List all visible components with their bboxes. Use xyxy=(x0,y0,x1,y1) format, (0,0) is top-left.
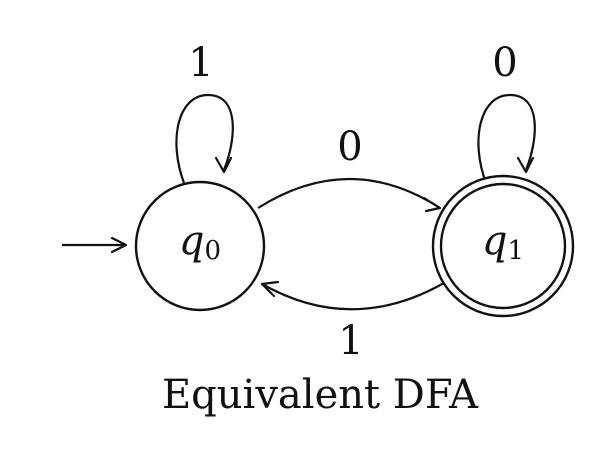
self-loop-q1 xyxy=(477,93,536,184)
state-q1: q1 xyxy=(431,174,575,318)
transition-q0-to-q1 xyxy=(257,178,442,213)
state-q0: q0 xyxy=(134,180,266,312)
transition-q1-to-q0 xyxy=(260,280,445,311)
state-q1-inner-ring xyxy=(439,182,567,310)
state-q0-label: q0 xyxy=(179,218,221,266)
state-q1-label: q1 xyxy=(482,218,524,266)
transition-q0-to-q1-label: 0 xyxy=(337,124,362,170)
self-loop-q0-label: 1 xyxy=(188,40,213,86)
self-loop-q1-label: 0 xyxy=(492,40,517,86)
transition-q1-to-q0-label: 1 xyxy=(338,318,363,364)
diagram-caption: Equivalent DFA xyxy=(162,372,479,418)
self-loop-q0 xyxy=(175,93,234,184)
start-arrow xyxy=(62,236,128,254)
